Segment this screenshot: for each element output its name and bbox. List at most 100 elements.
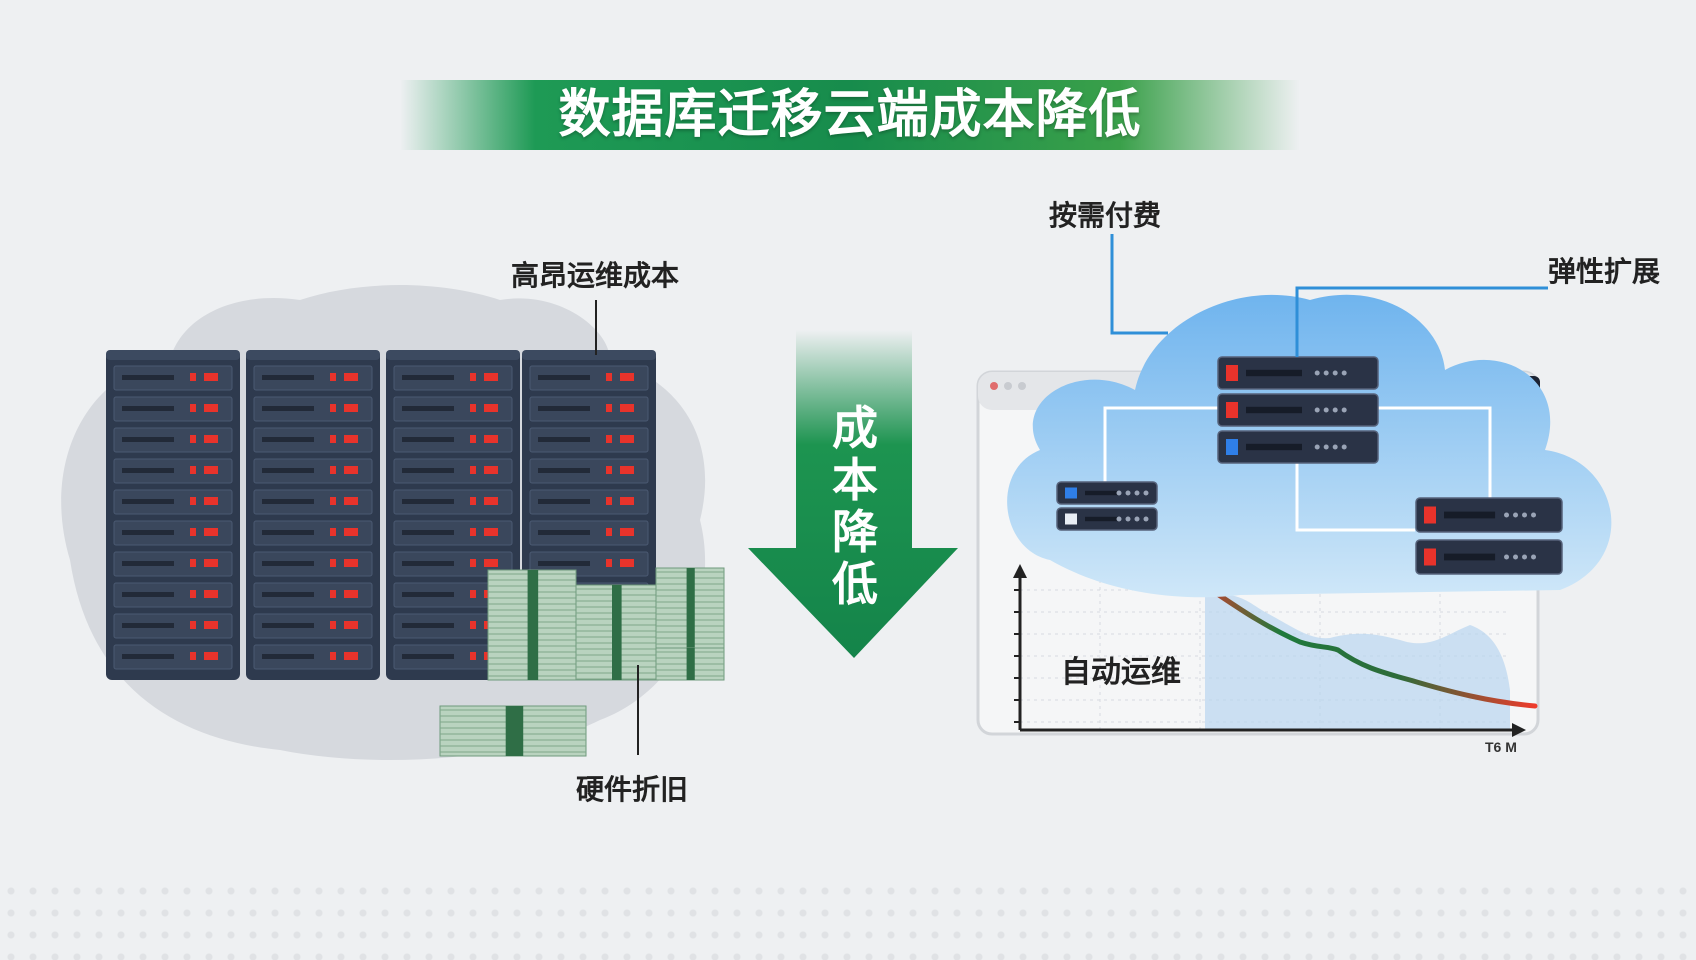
- status-led: [620, 466, 634, 474]
- status-led: [606, 559, 612, 567]
- money-band: [612, 585, 622, 680]
- status-led: [344, 435, 358, 443]
- status-led: [330, 497, 336, 505]
- status-led: [330, 466, 336, 474]
- status-led: [330, 559, 336, 567]
- status-led: [344, 621, 358, 629]
- status-led: [484, 466, 498, 474]
- cash-stacks: [439, 567, 725, 757]
- status-led: [470, 466, 476, 474]
- status-led: [484, 528, 498, 536]
- status-led: [470, 435, 476, 443]
- status-led: [190, 528, 196, 536]
- status-led: [344, 404, 358, 412]
- status-led: [344, 373, 358, 381]
- status-led: [204, 528, 218, 536]
- status-led: [190, 435, 196, 443]
- status-led: [344, 590, 358, 598]
- status-led: [470, 652, 476, 660]
- cash-stack: [575, 584, 657, 681]
- server-rack: [106, 350, 240, 680]
- status-led: [606, 528, 612, 536]
- status-led: [606, 404, 612, 412]
- cloud-server-unit: [1217, 393, 1379, 427]
- status-led: [484, 497, 498, 505]
- cloud-servers: [1056, 356, 1563, 575]
- title-banner: [400, 80, 1300, 150]
- status-led: [190, 559, 196, 567]
- money-band: [686, 648, 695, 680]
- cloud-network-lines: [1103, 406, 1492, 532]
- window-close-dot: [990, 382, 998, 390]
- arrow-char-4: 低: [832, 557, 878, 611]
- status-led: [330, 373, 336, 381]
- cloud-server-unit: [1056, 481, 1158, 505]
- server-rack: [246, 350, 380, 680]
- status-led: [330, 435, 336, 443]
- x-axis-arrowhead: [1512, 723, 1526, 737]
- cost-trend-chart: T6 M: [1013, 564, 1538, 755]
- status-led: [204, 435, 218, 443]
- status-led: [190, 373, 196, 381]
- status-led: [620, 528, 634, 536]
- cash-stack: [487, 569, 577, 681]
- status-led: [330, 528, 336, 536]
- pay-as-you-go-label: 按需付费: [1049, 199, 1162, 232]
- money-band: [527, 570, 539, 680]
- status-led: [344, 528, 358, 536]
- cloud-server-unit: [1415, 539, 1563, 575]
- status-led: [190, 466, 196, 474]
- server-led: [1226, 365, 1238, 381]
- status-led: [606, 435, 612, 443]
- cloud-server-unit: [1056, 507, 1158, 531]
- server-led: [1424, 548, 1436, 566]
- status-led: [484, 435, 498, 443]
- status-led: [620, 404, 634, 412]
- money-band: [505, 706, 524, 756]
- status-led: [484, 404, 498, 412]
- status-led: [190, 497, 196, 505]
- window-min-dot: [1004, 382, 1012, 390]
- status-led: [344, 652, 358, 660]
- status-led: [484, 373, 498, 381]
- arrow-char-2: 本: [832, 453, 878, 507]
- cost-decline-line: [1193, 577, 1538, 709]
- status-led: [344, 559, 358, 567]
- status-led: [190, 621, 196, 629]
- cloud-server-unit: [1217, 356, 1379, 390]
- status-led: [204, 497, 218, 505]
- status-led: [330, 652, 336, 660]
- server-led: [1226, 439, 1238, 455]
- cost-reduction-arrow-text: 成 本 降 低: [820, 402, 890, 610]
- server-led: [1226, 402, 1238, 418]
- page-title: 数据库迁移云端成本降低: [558, 85, 1142, 145]
- status-led: [204, 590, 218, 598]
- status-led: [620, 373, 634, 381]
- status-led: [204, 404, 218, 412]
- elastic-scaling-leader-line: [1295, 286, 1548, 357]
- money-band: [686, 568, 695, 680]
- status-led: [330, 590, 336, 598]
- server-led: [1424, 506, 1436, 524]
- status-led: [606, 497, 612, 505]
- cloud-server-unit: [1217, 430, 1379, 464]
- status-led: [190, 590, 196, 598]
- status-led: [470, 404, 476, 412]
- status-led: [620, 497, 634, 505]
- cash-stack: [655, 647, 725, 681]
- depreciation-label: 硬件折旧: [576, 773, 689, 806]
- status-led: [330, 404, 336, 412]
- status-led: [204, 373, 218, 381]
- status-led: [470, 621, 476, 629]
- cash-stack-front: [439, 705, 587, 757]
- status-led: [330, 621, 336, 629]
- status-led: [470, 373, 476, 381]
- status-led: [470, 559, 476, 567]
- arrow-char-3: 降: [832, 505, 878, 559]
- cloud-server-unit: [1415, 497, 1563, 533]
- server-led: [1065, 487, 1077, 499]
- window-max-dot: [1018, 382, 1026, 390]
- status-led: [204, 652, 218, 660]
